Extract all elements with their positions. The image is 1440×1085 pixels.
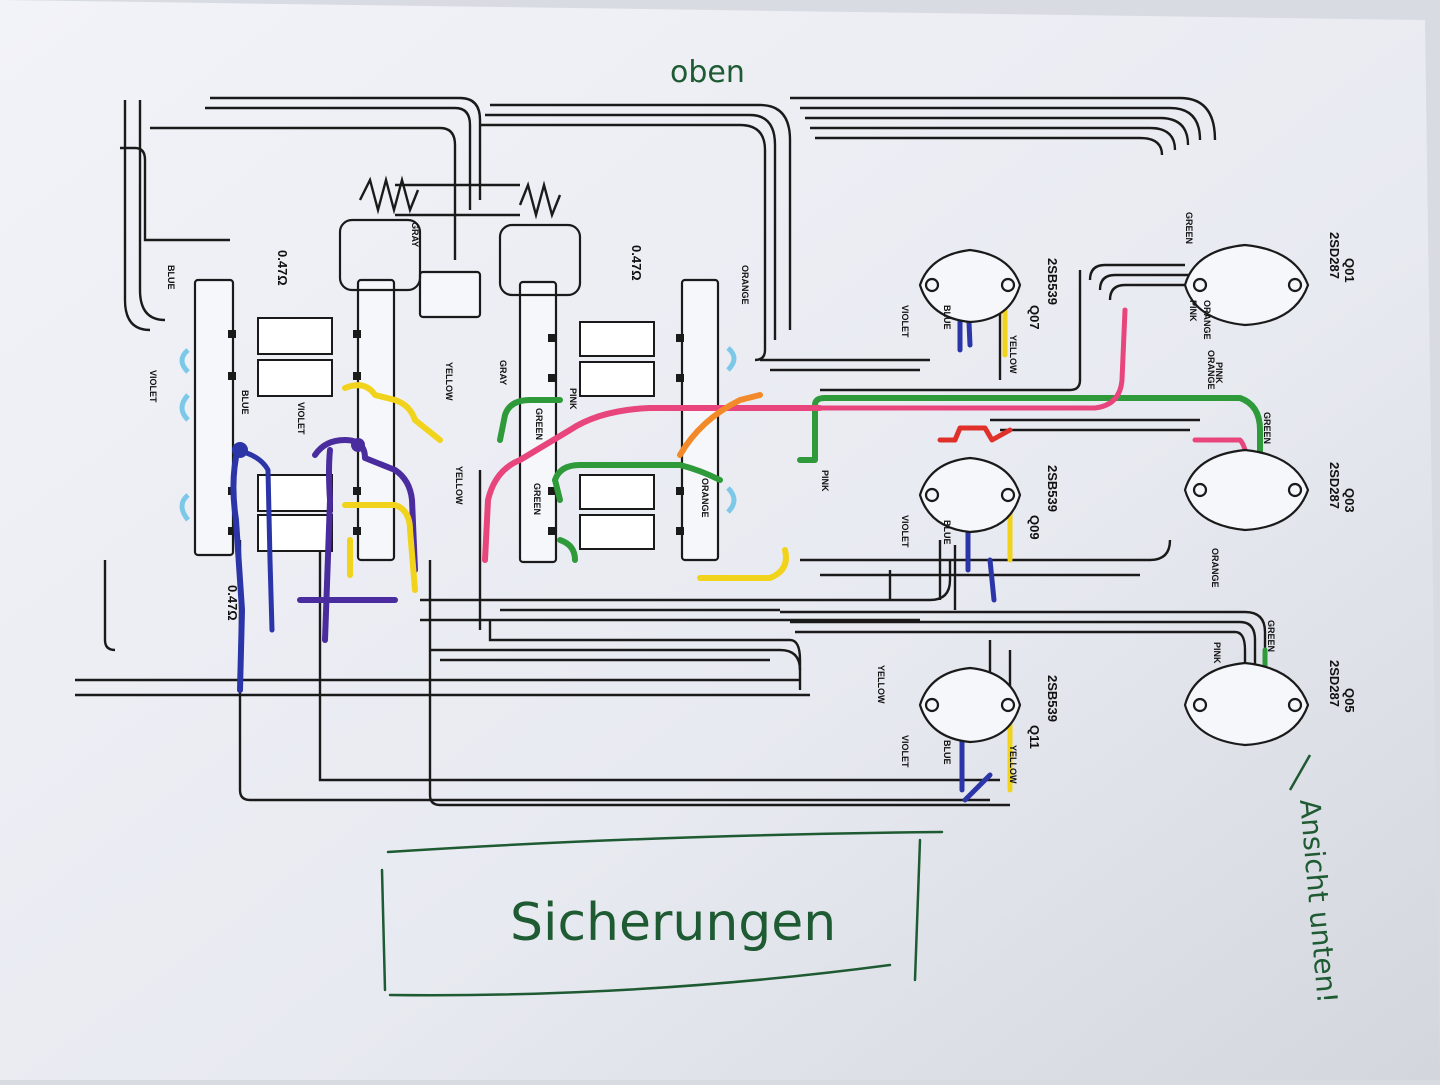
terminal-board-mid [518, 280, 558, 564]
coil-bracket-right [498, 223, 582, 297]
side-note-pointer [1288, 754, 1312, 791]
q09-id: Q09 [1027, 515, 1042, 540]
q09-part: 2SB539 [1045, 465, 1060, 512]
label-green-2: GREEN [532, 483, 542, 515]
terminal-board-left [193, 278, 235, 557]
q01-part: 2SD287 [1327, 232, 1342, 279]
annotation-top: oben [670, 55, 745, 90]
label-yellow-4: YELLOW [876, 665, 886, 704]
label-blue-5: BLUE [942, 740, 952, 765]
q07-part: 2SB539 [1045, 258, 1060, 305]
terminal-board-mid-left [356, 278, 396, 562]
label-green-1: GREEN [534, 408, 544, 440]
label-yellow-5: YELLOW [1008, 745, 1018, 784]
terminal-board-right [680, 278, 720, 562]
wire-orange-1 [677, 392, 763, 458]
terminal-dots [228, 330, 684, 535]
q05-id: Q05 [1342, 688, 1357, 713]
printed-wiring [75, 96, 1267, 807]
q05-part: 2SD287 [1327, 660, 1342, 707]
transistor-q09-body [918, 456, 1022, 534]
resistor-r6 [579, 361, 655, 397]
wire-violet-2 [322, 447, 333, 643]
q07-id: Q07 [1027, 305, 1042, 330]
label-green-3: GREEN [1184, 212, 1194, 244]
q11-id: Q11 [1027, 725, 1042, 749]
label-gray-1: GRAY [410, 222, 420, 247]
resistor-value-3: 0.47Ω [225, 585, 240, 621]
resistor-r7 [579, 474, 655, 510]
label-green-4: GREEN [1262, 412, 1272, 444]
label-orange-2: ORANGE [700, 478, 710, 518]
label-blue-4: BLUE [942, 520, 952, 545]
label-orange-1: ORANGE [740, 265, 750, 305]
q01-id: Q01 [1342, 258, 1357, 283]
fuse-box-label: Sicherungen [510, 893, 836, 953]
wire-green-2 [552, 462, 723, 503]
label-violet-1: VIOLET [148, 370, 158, 403]
wire-green-main [797, 395, 1263, 473]
label-gray-2: GRAY [498, 360, 508, 385]
wire-yellow-1 [342, 382, 443, 443]
label-yellow-3: YELLOW [1008, 335, 1018, 374]
transistor-q05-body [1183, 661, 1310, 747]
label-violet-2: VIOLET [296, 402, 306, 435]
label-pink-2: PINK [820, 470, 830, 492]
label-green-5: GREEN [1266, 620, 1276, 652]
transistor-q07-body [918, 248, 1022, 324]
label-orange-3: ORANGE [1202, 300, 1212, 340]
q03-id: Q03 [1342, 488, 1357, 513]
resistor-r1 [257, 317, 333, 355]
resistors [257, 317, 655, 552]
q03-part: 2SD287 [1327, 462, 1342, 509]
wire-green-1 [497, 397, 563, 443]
label-violet-5: VIOLET [900, 735, 910, 768]
label-pink-1: PINK [568, 388, 578, 410]
label-pink-3: PINK [1188, 300, 1198, 322]
violet-junction [351, 438, 365, 452]
wire-pink-main [482, 405, 823, 563]
label-pink-5: PINK [1212, 642, 1222, 664]
wire-green-3 [557, 537, 578, 563]
resistor-value-1: 0.47Ω [275, 250, 290, 286]
resistor-r2 [257, 359, 333, 397]
wire-yellow-2 [342, 502, 418, 593]
label-orange-4: ORANGE [1206, 350, 1216, 390]
label-violet-4: VIOLET [900, 515, 910, 548]
label-blue-1: BLUE [166, 265, 176, 290]
terminal-board-top-center [418, 270, 482, 319]
terminal-boards [193, 218, 720, 564]
label-orange-5: ORANGE [1210, 548, 1220, 588]
label-blue-3: BLUE [942, 305, 952, 330]
fuse-box-outline [380, 830, 944, 997]
label-yellow-1: YELLOW [444, 362, 454, 401]
q11-part: 2SB539 [1045, 675, 1060, 722]
transistor-q11-body [918, 666, 1022, 744]
resistor-value-2: 0.47Ω [629, 245, 644, 281]
transistor-q01-body [1183, 243, 1310, 327]
label-yellow-2: YELLOW [454, 466, 464, 505]
coil-bracket-left [338, 218, 422, 292]
wire-blue-q11 [959, 732, 993, 803]
transistor-q03-body [1183, 448, 1310, 532]
wire-yellow-4 [697, 547, 789, 581]
label-blue-2: BLUE [240, 390, 250, 415]
label-violet-3: VIOLET [900, 305, 910, 338]
wire-red-marker [937, 425, 1013, 443]
resistor-r8 [579, 514, 655, 550]
resistor-r5 [579, 321, 655, 357]
cyan-markers [179, 346, 737, 522]
label-pink-4: PINK [1214, 362, 1224, 384]
transistor-shapes [918, 243, 1310, 747]
wire-pink-q01 [817, 307, 1128, 411]
blue-junction [232, 442, 248, 458]
printed-labels: 2SB539 Q07 2SB539 Q09 2SB539 Q11 2SD287 … [148, 212, 1357, 784]
